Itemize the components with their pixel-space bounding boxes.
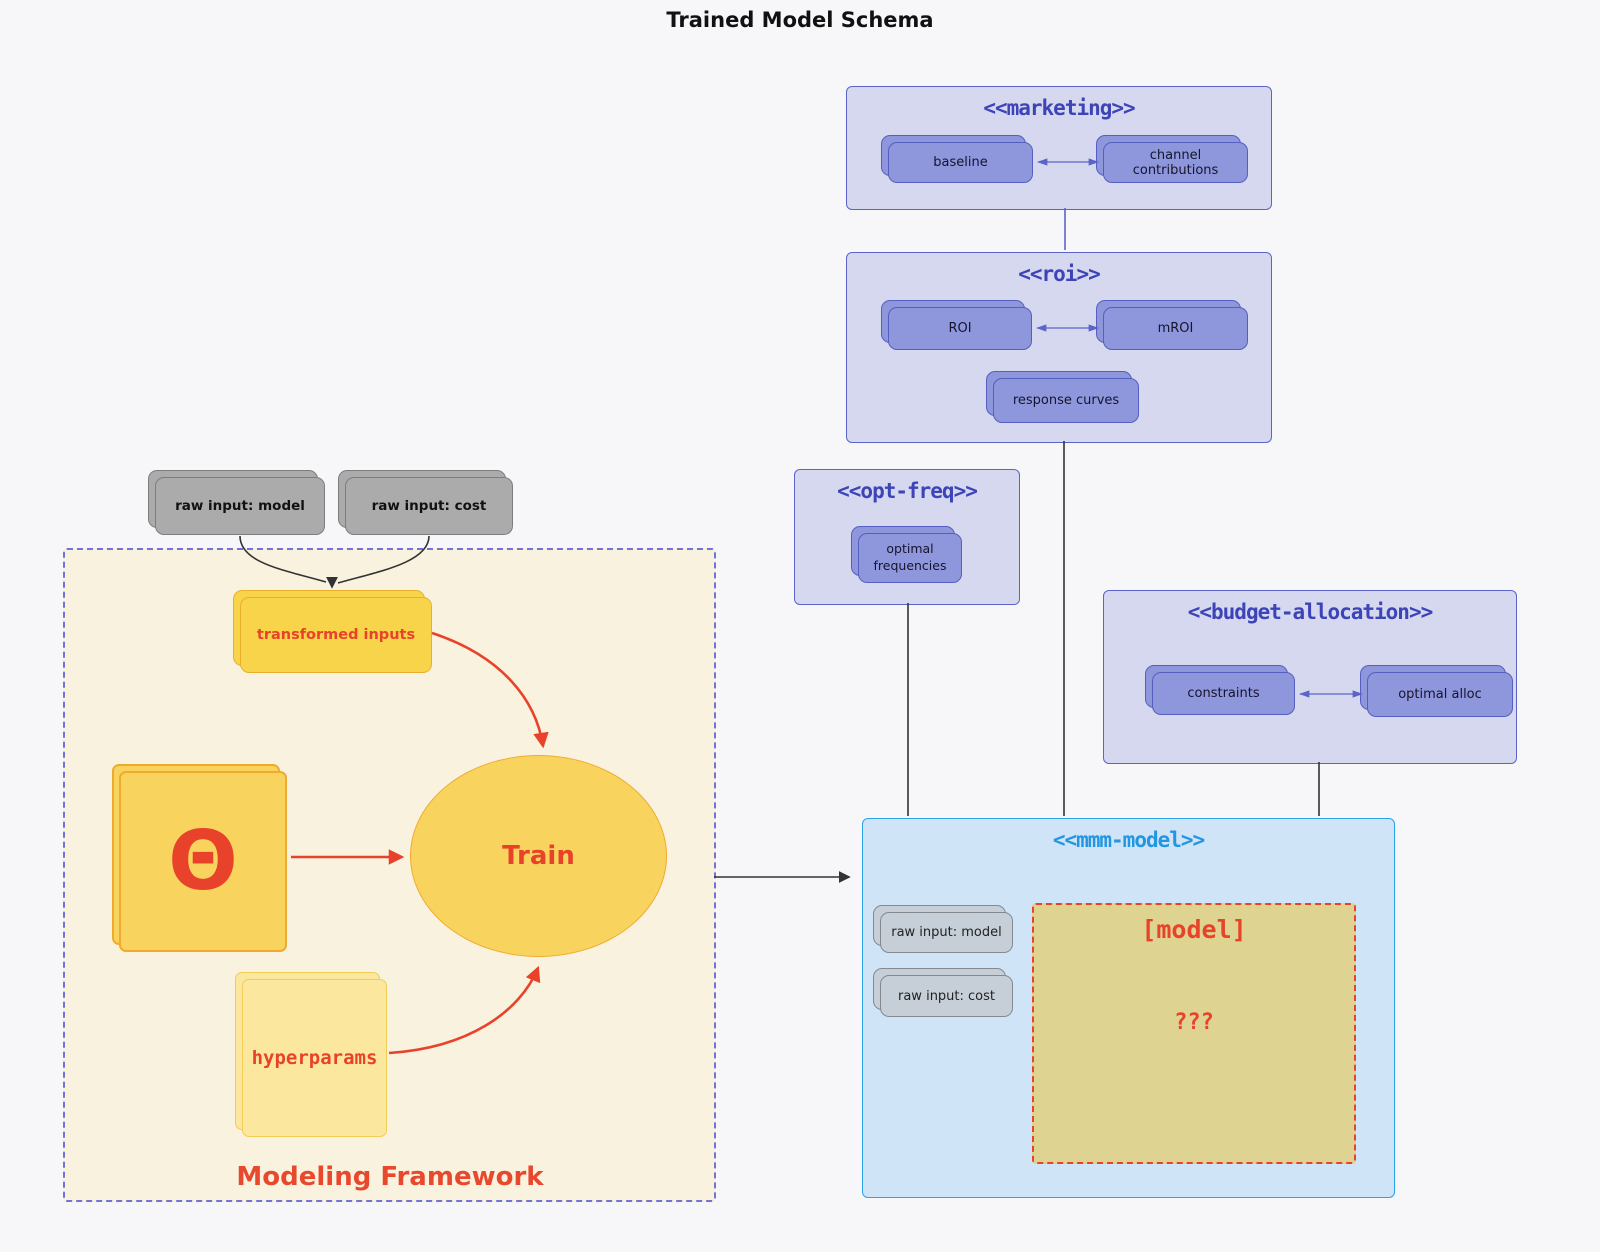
node-theta: Θ	[112, 764, 287, 952]
diagram-title: Trained Model Schema	[666, 8, 934, 32]
node-train: Train	[410, 755, 667, 957]
node-label: raw input: model	[155, 477, 325, 535]
node-mmm-raw-input-model: raw input: model	[873, 905, 1013, 953]
node-label: Train	[502, 841, 575, 871]
node-optimal-frequencies: optimal frequencies	[851, 526, 962, 583]
node-label: hyperparams	[242, 979, 387, 1137]
theta-symbol: Θ	[119, 771, 287, 952]
node-constraints: constraints	[1145, 665, 1295, 715]
node-channel-contributions: channel contributions	[1096, 135, 1248, 183]
node-model-placeholder-box: [model] ???	[1032, 903, 1356, 1164]
node-optimal-alloc: optimal alloc	[1360, 665, 1513, 717]
node-transformed-inputs: transformed inputs	[233, 590, 432, 673]
node-label: channel contributions	[1103, 142, 1248, 183]
node-label: optimal alloc	[1367, 672, 1513, 717]
node-raw-input-cost: raw input: cost	[338, 470, 513, 535]
cluster-budget-allocation-title: <<budget-allocation>>	[1187, 600, 1434, 624]
node-label: raw input: cost	[345, 477, 513, 535]
node-raw-input-model: raw input: model	[148, 470, 325, 535]
cluster-mmm-model-title: <<mmm-model>>	[1052, 828, 1205, 852]
node-hyperparams: hyperparams	[235, 972, 387, 1137]
node-label: baseline	[888, 142, 1033, 183]
node-mmm-raw-input-cost: raw input: cost	[873, 968, 1013, 1017]
cluster-modeling-framework-label: Modeling Framework	[236, 1162, 544, 1192]
node-label: optimal frequencies	[858, 533, 962, 583]
node-response-curves: response curves	[986, 371, 1139, 423]
node-baseline: baseline	[881, 135, 1033, 183]
node-roi: ROI	[881, 300, 1032, 350]
node-label: mROI	[1103, 307, 1248, 350]
model-box-question-marks: ???	[1174, 1010, 1214, 1035]
node-mroi: mROI	[1096, 300, 1248, 350]
model-box-label: [model]	[1141, 915, 1247, 944]
cluster-roi-title: <<roi>>	[1018, 262, 1101, 286]
node-label: ROI	[888, 307, 1032, 350]
node-label: response curves	[993, 378, 1139, 423]
node-label: transformed inputs	[240, 597, 432, 673]
node-label: constraints	[1152, 672, 1295, 715]
cluster-marketing-title: <<marketing>>	[983, 96, 1135, 120]
node-label: raw input: cost	[880, 975, 1013, 1017]
node-label: raw input: model	[880, 912, 1013, 953]
cluster-opt-freq-title: <<opt-freq>>	[837, 479, 978, 503]
